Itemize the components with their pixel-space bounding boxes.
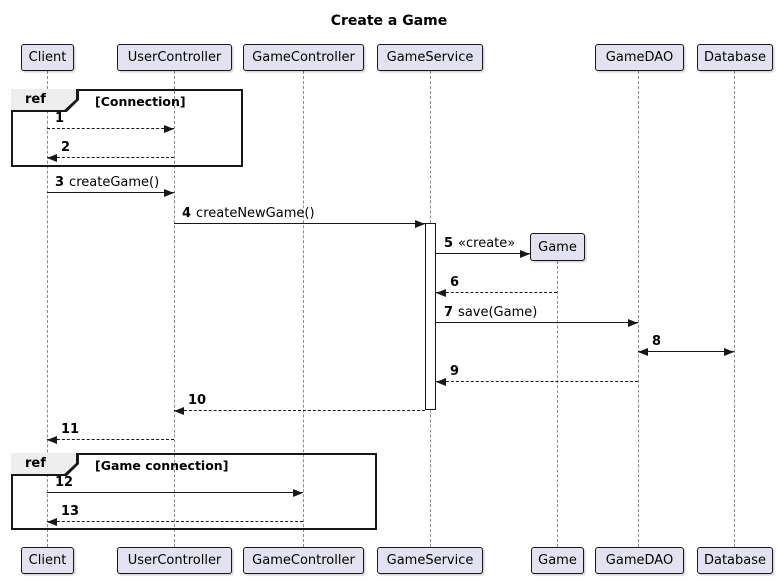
message-line <box>436 253 530 254</box>
ref-frame-label: [Connection] <box>95 94 186 109</box>
message-line <box>47 192 174 193</box>
arrowhead-icon <box>174 407 184 415</box>
participant-gameservice-bottom: GameService <box>377 547 483 574</box>
activation-bar-gameservice <box>425 223 436 410</box>
message-6: 6 <box>436 275 557 297</box>
message-8: 8 <box>638 334 734 356</box>
arrowhead-icon <box>724 348 734 356</box>
message-label: 1 <box>55 111 65 126</box>
ref-keyword: ref <box>25 456 46 471</box>
arrowhead-icon <box>436 378 446 386</box>
participant-game-bottom: Game <box>531 547 584 574</box>
message-label: 9 <box>450 364 460 379</box>
message-2: 2 <box>47 140 174 162</box>
lifeline-database <box>734 71 735 547</box>
ref-frame-game-connection: ref [Game connection] <box>11 453 377 530</box>
participant-database-bottom: Database <box>697 547 773 574</box>
lifeline-usercontroller <box>174 71 175 547</box>
message-10: 10 <box>174 393 425 415</box>
message-line <box>47 492 303 493</box>
lifeline-gamecontroller <box>303 71 304 547</box>
participant-client-top: Client <box>21 44 74 71</box>
participant-client-bottom: Client <box>21 547 74 574</box>
participant-usercontroller-bottom: UserController <box>117 547 232 574</box>
message-line <box>47 439 174 440</box>
message-label: 12 <box>55 475 74 490</box>
message-label: 10 <box>188 393 207 408</box>
ref-keyword: ref <box>25 92 46 107</box>
message-line <box>638 351 734 352</box>
message-line <box>47 521 303 522</box>
arrowhead-icon <box>436 289 446 297</box>
participant-gamecontroller-top: GameController <box>243 44 364 71</box>
arrowhead-icon <box>164 189 174 197</box>
message-line <box>436 322 638 323</box>
arrowhead-icon <box>164 125 174 133</box>
message-line <box>436 292 557 293</box>
message-13: 13 <box>47 504 303 526</box>
participant-gameservice-top: GameService <box>377 44 483 71</box>
message-line <box>174 223 425 224</box>
message-line <box>47 157 174 158</box>
arrowhead-icon <box>47 518 57 526</box>
arrowhead-icon <box>47 436 57 444</box>
message-label: 8 <box>652 334 662 349</box>
lifeline-gamedao <box>638 71 639 547</box>
participant-gamecontroller-bottom: GameController <box>243 547 364 574</box>
message-label: 13 <box>61 504 80 519</box>
message-9: 9 <box>436 364 638 386</box>
arrowhead-icon <box>415 220 425 228</box>
message-label: 2 <box>61 140 71 155</box>
participant-game-created: Game <box>530 233 585 261</box>
message-line <box>436 381 638 382</box>
diagram-title: Create a Game <box>330 13 448 29</box>
lifeline-client <box>47 71 48 547</box>
message-12: 12 <box>47 475 303 497</box>
message-11: 11 <box>47 422 174 444</box>
ref-tab: ref <box>11 89 79 112</box>
arrowhead-icon <box>520 250 530 258</box>
arrowhead-icon <box>47 154 57 162</box>
message-5: 5«create» <box>436 236 530 258</box>
participant-gamedao-bottom: GameDAO <box>595 547 684 574</box>
participant-gamedao-top: GameDAO <box>595 44 684 71</box>
message-line <box>174 410 425 411</box>
lifeline-game <box>557 261 558 547</box>
message-1: 1 <box>47 111 174 133</box>
arrowhead-icon <box>628 319 638 327</box>
ref-frame-connection: ref [Connection] <box>11 89 243 167</box>
message-label: 6 <box>450 275 460 290</box>
participant-usercontroller-top: UserController <box>117 44 232 71</box>
ref-frame-label: [Game connection] <box>95 458 229 473</box>
arrowhead-icon <box>293 489 303 497</box>
arrowhead-icon <box>638 348 648 356</box>
message-line <box>47 128 174 129</box>
ref-tab: ref <box>11 453 79 476</box>
participant-database-top: Database <box>697 44 773 71</box>
message-label: 5«create» <box>444 236 516 251</box>
message-label: 11 <box>61 422 80 437</box>
